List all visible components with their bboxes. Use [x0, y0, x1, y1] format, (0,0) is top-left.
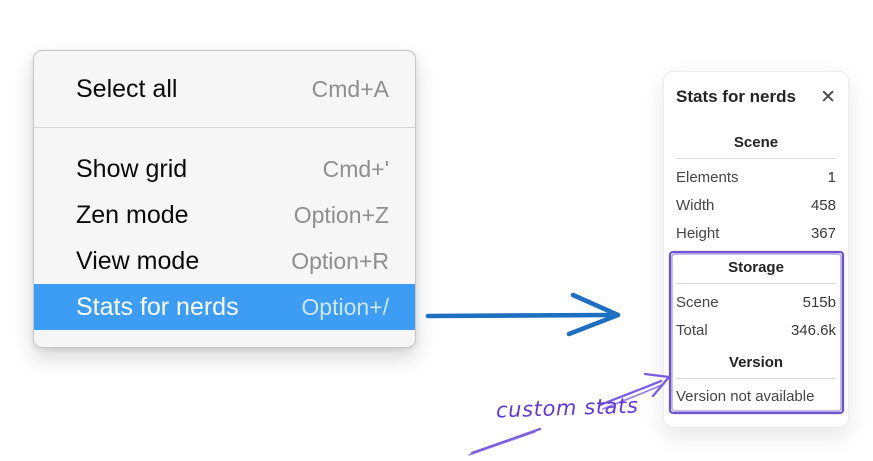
stat-label: Width — [676, 197, 715, 214]
menu-divider — [34, 127, 415, 128]
menu-shortcut: Option+/ — [301, 293, 389, 320]
menu-item-view-mode[interactable]: View mode Option+R — [34, 238, 415, 284]
close-icon[interactable]: ✕ — [820, 86, 836, 108]
section-heading-version: Version — [728, 354, 784, 371]
panel-title: Stats for nerds — [676, 87, 796, 106]
stat-row-width: Width 458 — [676, 192, 836, 220]
menu-item-stats-for-nerds[interactable]: Stats for nerds Option+/ — [34, 284, 415, 330]
annotation-custom-stats: custom stats — [495, 393, 639, 423]
divider — [676, 283, 836, 284]
menu-section-top: Select all Cmd+A — [34, 51, 415, 127]
stat-value: 515b — [802, 294, 836, 311]
menu-item-select-all[interactable]: Select all Cmd+A — [34, 66, 415, 112]
menu-section-bottom: Show grid Cmd+' Zen mode Option+Z View m… — [34, 128, 415, 347]
stat-value: 367 — [810, 225, 836, 242]
stat-row-height: Height 367 — [676, 220, 836, 248]
stats-panel: Stats for nerds ✕ Scene Elements 1 Width… — [663, 71, 849, 428]
stat-label: Total — [676, 322, 708, 339]
context-menu: Select all Cmd+A Show grid Cmd+' Zen mod… — [33, 50, 416, 348]
menu-item-label: Zen mode — [76, 200, 189, 229]
menu-item-label: Select all — [76, 74, 178, 103]
stat-label: Height — [676, 225, 720, 242]
stat-value: 1 — [827, 169, 836, 186]
menu-shortcut: Cmd+A — [311, 75, 389, 102]
version-note: Version not available — [676, 388, 815, 405]
stat-label: Elements — [676, 169, 739, 186]
stat-row-total-storage: Total 346.6k — [676, 317, 836, 345]
menu-item-label: View mode — [76, 246, 200, 275]
stat-value: 458 — [810, 197, 836, 214]
stat-row-scene-storage: Scene 515b — [676, 289, 836, 317]
menu-item-zen-mode[interactable]: Zen mode Option+Z — [34, 192, 415, 238]
menu-item-show-grid[interactable]: Show grid Cmd+' — [34, 146, 415, 192]
divider — [676, 158, 836, 159]
section-heading-scene: Scene — [733, 134, 779, 151]
menu-item-label: Stats for nerds — [76, 292, 239, 321]
menu-shortcut: Option+Z — [293, 201, 389, 228]
menu-item-label: Show grid — [76, 154, 188, 183]
divider — [676, 412, 836, 413]
divider — [676, 378, 836, 379]
menu-shortcut: Cmd+' — [322, 155, 389, 182]
stat-row-elements: Elements 1 — [676, 164, 836, 192]
menu-shortcut: Option+R — [291, 247, 389, 274]
stats-panel-header: Stats for nerds ✕ — [676, 86, 836, 108]
blue-arrow — [425, 292, 621, 337]
stat-label: Scene — [676, 294, 719, 311]
section-heading-storage: Storage — [728, 259, 784, 276]
stat-value: 346.6k — [790, 322, 836, 339]
